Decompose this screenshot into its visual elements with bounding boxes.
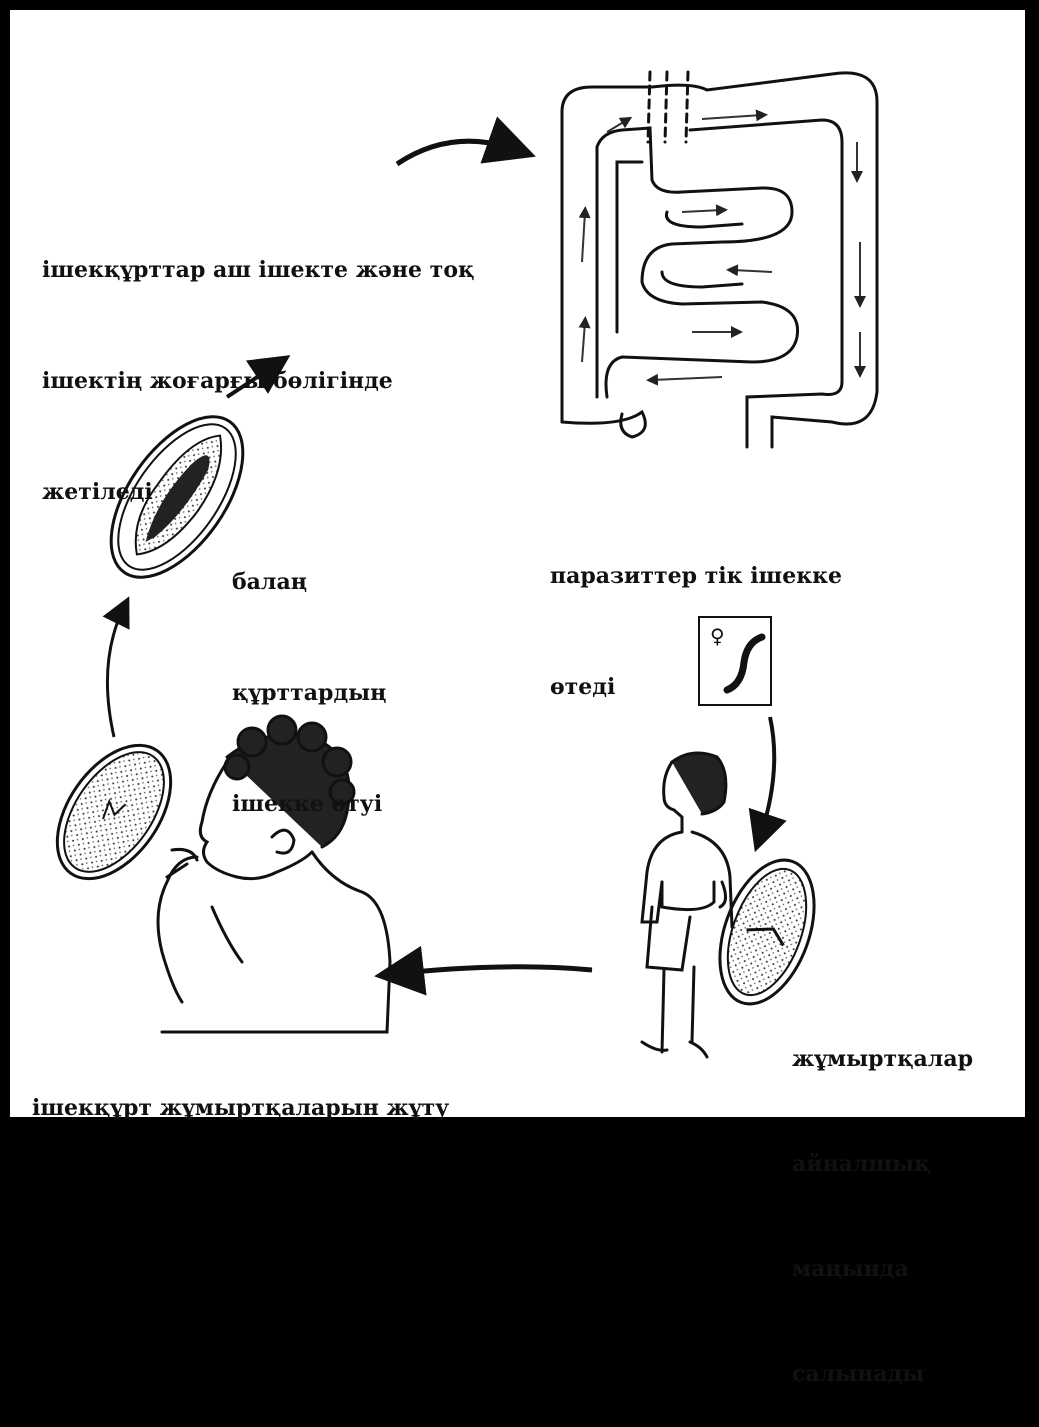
label-maturation-line-2: ішектің жоғарғы бөлігінде: [42, 363, 474, 400]
label-larvae-line-1: балаң: [232, 564, 386, 601]
label-eggs-laid-line-2: айналшық: [792, 1147, 973, 1182]
label-swallow: ішекқұрт жұмыртқаларын жұту: [32, 1016, 449, 1164]
standing-boy-illustration: [642, 753, 732, 1057]
arrow-to-child: [394, 967, 592, 974]
label-rectum: паразиттер тік ішекке өтеді: [550, 484, 842, 743]
label-rectum-line-1: паразиттер тік ішекке: [550, 558, 842, 595]
label-maturation-line-1: ішекқұрттар аш ішекте және тоқ: [42, 252, 474, 289]
label-eggs-laid-line-4: салынады: [792, 1357, 973, 1392]
label-eggs-laid: жұмыртқалар айналшық маңында салынады: [792, 972, 973, 1427]
intestine-illustration: [562, 72, 877, 447]
label-rectum-line-2: өтеді: [550, 669, 842, 706]
diagram-frame: ішекқұрттар аш ішекте және тоқ ішектің ж…: [8, 8, 1027, 1119]
arrow-egg-to-larva: [107, 607, 124, 737]
label-larvae-line-2: құрттардың: [232, 675, 386, 712]
female-symbol: ♀: [710, 618, 725, 655]
label-eggs-laid-line-3: маңында: [792, 1252, 973, 1287]
intestine-flow-arrows: [582, 115, 860, 380]
label-larvae-line-3: ішекке өтуі: [232, 786, 386, 823]
label-larvae: балаң құрттардың ішекке өтуі: [232, 490, 386, 860]
arrow-to-intestine: [397, 141, 517, 164]
lifecycle-illustration: [2, 2, 1039, 1133]
label-swallow-line-1: ішекқұрт жұмыртқаларын жұту: [32, 1090, 449, 1127]
label-eggs-laid-line-1: жұмыртқалар: [792, 1042, 973, 1077]
